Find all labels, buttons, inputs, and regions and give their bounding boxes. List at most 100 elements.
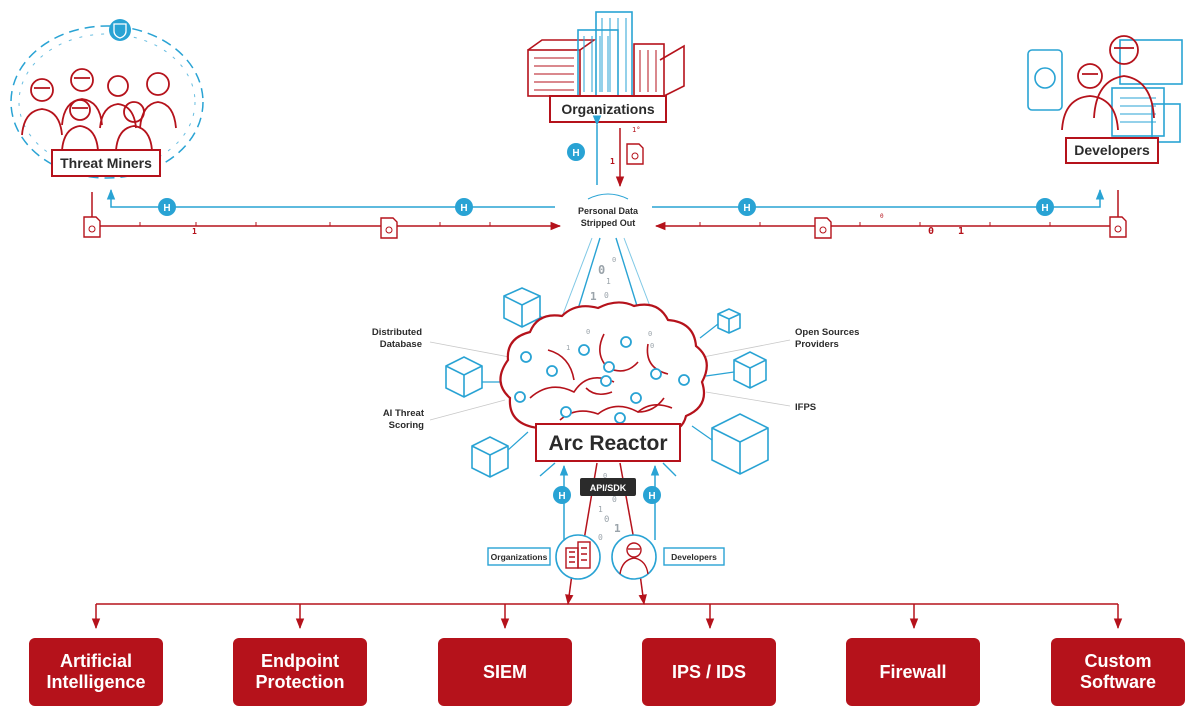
developer-icon — [619, 542, 649, 575]
org-red-line — [583, 462, 598, 541]
right-blue-flow-line — [652, 188, 1105, 208]
binary-digit: 1 — [192, 227, 197, 236]
hacker-badge-icon: H — [643, 486, 661, 504]
binary-digit: 0 — [598, 533, 603, 542]
hacker-badge-icon: H — [455, 198, 473, 216]
threat-miners-label-box — [51, 149, 161, 177]
hacker-badge-icon: H — [553, 486, 571, 504]
ai-threat-scoring-label-line-2: Scoring — [389, 420, 425, 431]
buildings-icon — [565, 541, 591, 569]
output-endpoint-protection: Endpoint Protection — [233, 638, 367, 706]
threat-file-icon — [83, 216, 101, 238]
hacker-badge-icon: H — [567, 143, 585, 161]
binary-digit: 1° — [632, 126, 640, 134]
people-group-icon — [21, 68, 177, 151]
binary-digit: 0 — [604, 515, 609, 525]
organizations-label: Organizations — [561, 101, 655, 117]
output-ips-ids: IPS / IDS — [642, 638, 776, 706]
threat-miners-label: Threat Miners — [60, 155, 152, 171]
binary-digit: 0 — [598, 263, 605, 277]
left-blue-flow-line — [106, 188, 555, 208]
cube-icon — [503, 287, 541, 328]
threat-miners-group: Threat Miners — [10, 19, 204, 179]
lower-connections: 0 0 1 0 1 0 — [539, 462, 677, 606]
binary-digit: 0 — [604, 291, 609, 300]
dev-red-line — [619, 462, 635, 541]
binary-digit: 1 — [606, 277, 611, 286]
binary-digit: 0 — [928, 226, 934, 237]
arc-reactor-label: Arc Reactor — [548, 432, 667, 455]
binary-digit: 1 — [598, 505, 603, 514]
binary-digit: 0 — [612, 495, 617, 504]
developer-people-icon — [1061, 35, 1155, 131]
threat-file-icon — [814, 217, 832, 239]
bottom-organizations-label: Organizations — [491, 552, 548, 562]
core-side-labels: Distributed Database AI Threat Scoring O… — [372, 327, 860, 431]
open-sources-label: Open Sources — [795, 327, 859, 338]
bottom-developers-label: Developers — [671, 552, 717, 562]
threat-file-icon — [380, 217, 398, 239]
cube-icon — [471, 436, 509, 478]
arc-reactor-box — [535, 423, 681, 462]
api-sdk-label: API/SDK — [590, 483, 627, 493]
ifps-label: IFPS — [795, 402, 816, 413]
hacker-badge-icon: H — [738, 198, 756, 216]
bottom-organizations-label-box — [487, 547, 551, 566]
binary-digit: 1 — [614, 522, 621, 535]
output-distribution — [91, 603, 1123, 630]
ai-threat-scoring-label: AI Threat — [383, 408, 425, 419]
buildings-icon — [527, 11, 685, 99]
cube-icons — [445, 287, 769, 478]
binary-digit: 0 — [880, 213, 884, 220]
binary-digit: 0 — [648, 330, 652, 338]
privacy-note-line-1: Personal Data — [578, 206, 639, 216]
organizations-label-box — [549, 95, 667, 123]
devices-icon — [1027, 39, 1183, 143]
hacker-shield-icon — [109, 19, 131, 41]
svg-text:H: H — [460, 203, 467, 214]
cube-icon — [733, 351, 767, 389]
distributed-database-label: Distributed — [372, 327, 422, 338]
output-custom-software: Custom Software — [1051, 638, 1185, 706]
binary-digit: 1 — [566, 344, 570, 352]
binary-digit: 0 — [612, 256, 616, 264]
dev-down-arrow — [638, 573, 647, 606]
svg-text:H: H — [572, 148, 579, 159]
binary-digit: 0 — [650, 342, 654, 350]
svg-text:H: H — [743, 203, 750, 214]
cube-icon — [445, 356, 483, 398]
binary-digit: 0 — [586, 328, 590, 336]
svg-text:H: H — [1041, 203, 1048, 214]
cube-icon — [711, 413, 769, 475]
developers-group: Developers — [1027, 35, 1183, 164]
bottom-developers-label-box — [663, 547, 725, 566]
svg-text:H: H — [163, 203, 170, 214]
brain-nodes — [514, 336, 690, 424]
threat-file-icon — [626, 143, 644, 165]
threat-miners-dashed-ring — [10, 25, 204, 179]
output-siem: SIEM — [438, 638, 572, 706]
binary-digit: 1 — [958, 226, 964, 237]
hacker-badge-icon: H — [158, 198, 176, 216]
api-sdk-badge — [580, 478, 636, 496]
privacy-note: Personal Data Stripped Out — [578, 193, 639, 228]
binary-digit: 1 — [590, 290, 597, 303]
bottom-organizations-node: Organizations — [487, 534, 601, 580]
svg-text:H: H — [648, 491, 655, 502]
brain-icon: 0 1 0 0 — [499, 301, 708, 434]
hacker-badge-icon: H — [1036, 198, 1054, 216]
threat-file-icon — [1109, 216, 1127, 238]
output-firewall: Firewall — [846, 638, 980, 706]
organizations-group: Organizations H 1° 1 — [527, 11, 685, 188]
bottom-developers-node: Developers — [611, 534, 725, 580]
binary-digit: 0 — [603, 472, 607, 480]
cube-icon — [717, 308, 741, 334]
org-down-arrow — [565, 573, 574, 606]
distributed-database-label-line-2: Database — [380, 339, 422, 350]
developers-label-box — [1065, 137, 1159, 164]
open-sources-label-line-2: Providers — [795, 339, 839, 350]
developers-label: Developers — [1074, 142, 1150, 158]
binary-digit: 1 — [610, 157, 615, 166]
